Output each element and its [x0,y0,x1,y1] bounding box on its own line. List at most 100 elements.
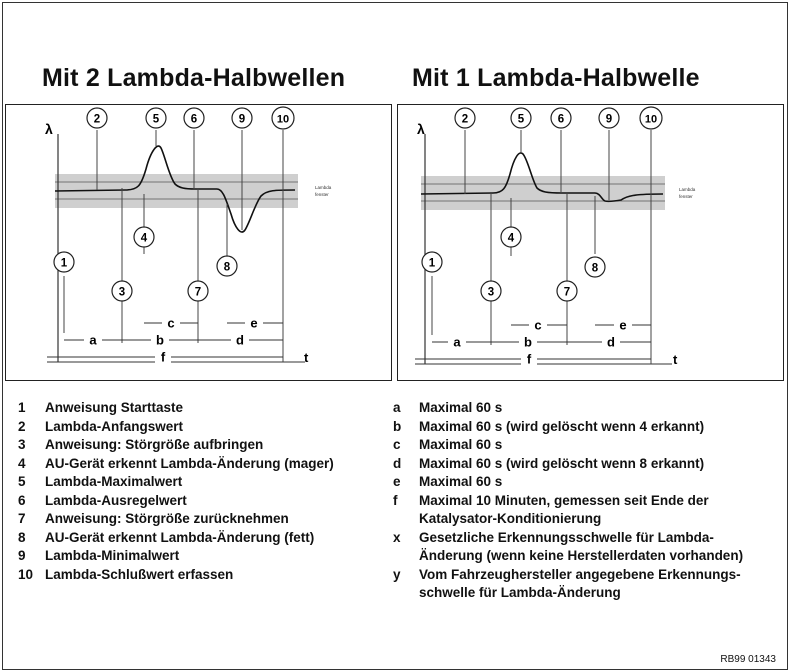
interval-e: e [595,317,651,333]
marker-3: 3 [480,192,502,345]
interval-e: e [227,315,283,331]
marker-2: 2 [86,107,108,190]
legend-entry: schwelle für Lambda-Änderung [393,584,743,603]
svg-text:6: 6 [191,114,197,126]
svg-text:7: 7 [195,287,201,299]
legend-key: 4 [18,455,26,471]
interval-a: a [432,334,491,350]
marker-9: 9 [231,107,253,230]
lambda-curve [54,145,296,233]
legend-text: Anweisung: Störgröße aufbringen [45,437,264,452]
svg-text:d: d [236,333,244,348]
marker-2: 2 [454,107,476,194]
legend-key: e [393,474,401,489]
marker-6: 6 [550,107,572,194]
svg-text:c: c [534,318,541,333]
legend-key: a [393,400,401,415]
legend-entry: d Maximal 60 s (wird gelöscht wenn 8 erk… [393,455,743,474]
svg-text:c: c [167,316,174,331]
marker-5: 5 [145,107,167,146]
legend-text: Maximal 60 s (wird gelöscht wenn 4 erkan… [419,418,705,434]
legend-text: Gesetzliche Erkennungsschwelle für Lambd… [419,529,714,545]
time-axis-symbol: t [673,352,678,367]
interval-b: b [122,332,198,348]
legend-key [393,584,419,603]
interval-c: c [511,317,567,333]
svg-text:10: 10 [645,114,657,126]
legend-key: d [393,455,402,471]
band-label-upper: Lambda [679,187,696,192]
interval-b: b [491,334,567,350]
legend-text: Anweisung: Störgröße zurücknehmen [45,511,289,526]
svg-text:e: e [619,318,626,333]
legend-text: Anweisung Starttaste [45,400,184,415]
svg-text:d: d [607,335,615,350]
svg-text:f: f [161,350,166,365]
legend-entry: e Maximal 60 s [393,473,743,492]
lambda-curve [420,152,664,203]
reference-code: RB99 01343 [720,654,776,665]
legend-text: Maximal 10 Minuten, gemessen seit Ende d… [419,492,709,508]
interval-a: a [64,332,122,348]
legend-entry: Katalysator-Konditionierung [393,510,743,529]
svg-text:3: 3 [488,287,494,299]
legend-text: AU-Gerät erkennt Lambda-Änderung (mager) [45,455,334,471]
legend-entry: 3 Anweisung: Störgröße aufbringen [18,436,334,455]
legend-text: Katalysator-Konditionierung [419,511,602,526]
legend-key: y [393,566,401,582]
legend-key [393,547,419,566]
marker-7: 7 [556,192,578,345]
legend-text: Maximal 60 s [419,437,503,452]
legend-entry: Änderung (wenn keine Herstellerdaten vor… [393,547,743,566]
legend-text: Änderung (wenn keine Herstellerdaten vor… [419,548,744,563]
legend-text: Vom Fahrzeughersteller angegebene Erkenn… [419,566,741,582]
svg-text:7: 7 [564,287,570,299]
marker-3: 3 [111,188,133,343]
time-axis-symbol: t [304,350,309,365]
interval-c: c [144,315,198,331]
legend-key: f [393,492,398,508]
marker-9: 9 [598,107,620,200]
legend-key: 8 [18,529,26,545]
interval-d: d [198,332,283,348]
svg-text:8: 8 [592,263,599,275]
svg-text:a: a [453,335,461,350]
marker-1: 1 [421,251,443,335]
interval-f: f [415,351,651,367]
svg-text:3: 3 [119,287,125,299]
legend-key: 5 [18,474,26,489]
svg-text:b: b [524,335,532,350]
title-two-halfwaves: Mit 2 Lambda-Halbwellen [42,64,346,92]
svg-text:4: 4 [508,233,515,245]
diagram-two-halfwaves: λ t Lambda fenster 1 2 3 4 5 6 7 8 9 10 … [5,104,392,381]
svg-text:5: 5 [518,114,525,126]
legend-text: AU-Gerät erkennt Lambda-Änderung (fett) [45,529,315,545]
svg-text:a: a [89,333,97,348]
svg-text:4: 4 [141,233,148,245]
diagram-svg-right: λ t Lambda fenster 1 2 3 4 5 6 7 8 9 10 … [397,104,784,381]
svg-text:1: 1 [61,258,68,270]
marker-5: 5 [510,107,532,152]
lambda-axis-symbol: λ [45,121,53,137]
legend-entry: 4 AU-Gerät erkennt Lambda-Änderung (mager… [18,455,334,474]
band-label-lower: fenster [679,194,693,199]
legend-text: Lambda-Minimalwert [45,548,180,563]
title-one-halfwave: Mit 1 Lambda-Halbwelle [412,64,700,92]
svg-text:8: 8 [224,262,231,274]
legend-key: 3 [18,437,26,452]
marker-4: 4 [133,194,155,254]
legend-text: Maximal 60 s [419,474,503,489]
legend-entry: 8 AU-Gerät erkennt Lambda-Änderung (fett) [18,529,334,548]
legend-key: 10 [18,566,34,582]
svg-text:1: 1 [429,258,436,270]
svg-text:e: e [250,316,257,331]
